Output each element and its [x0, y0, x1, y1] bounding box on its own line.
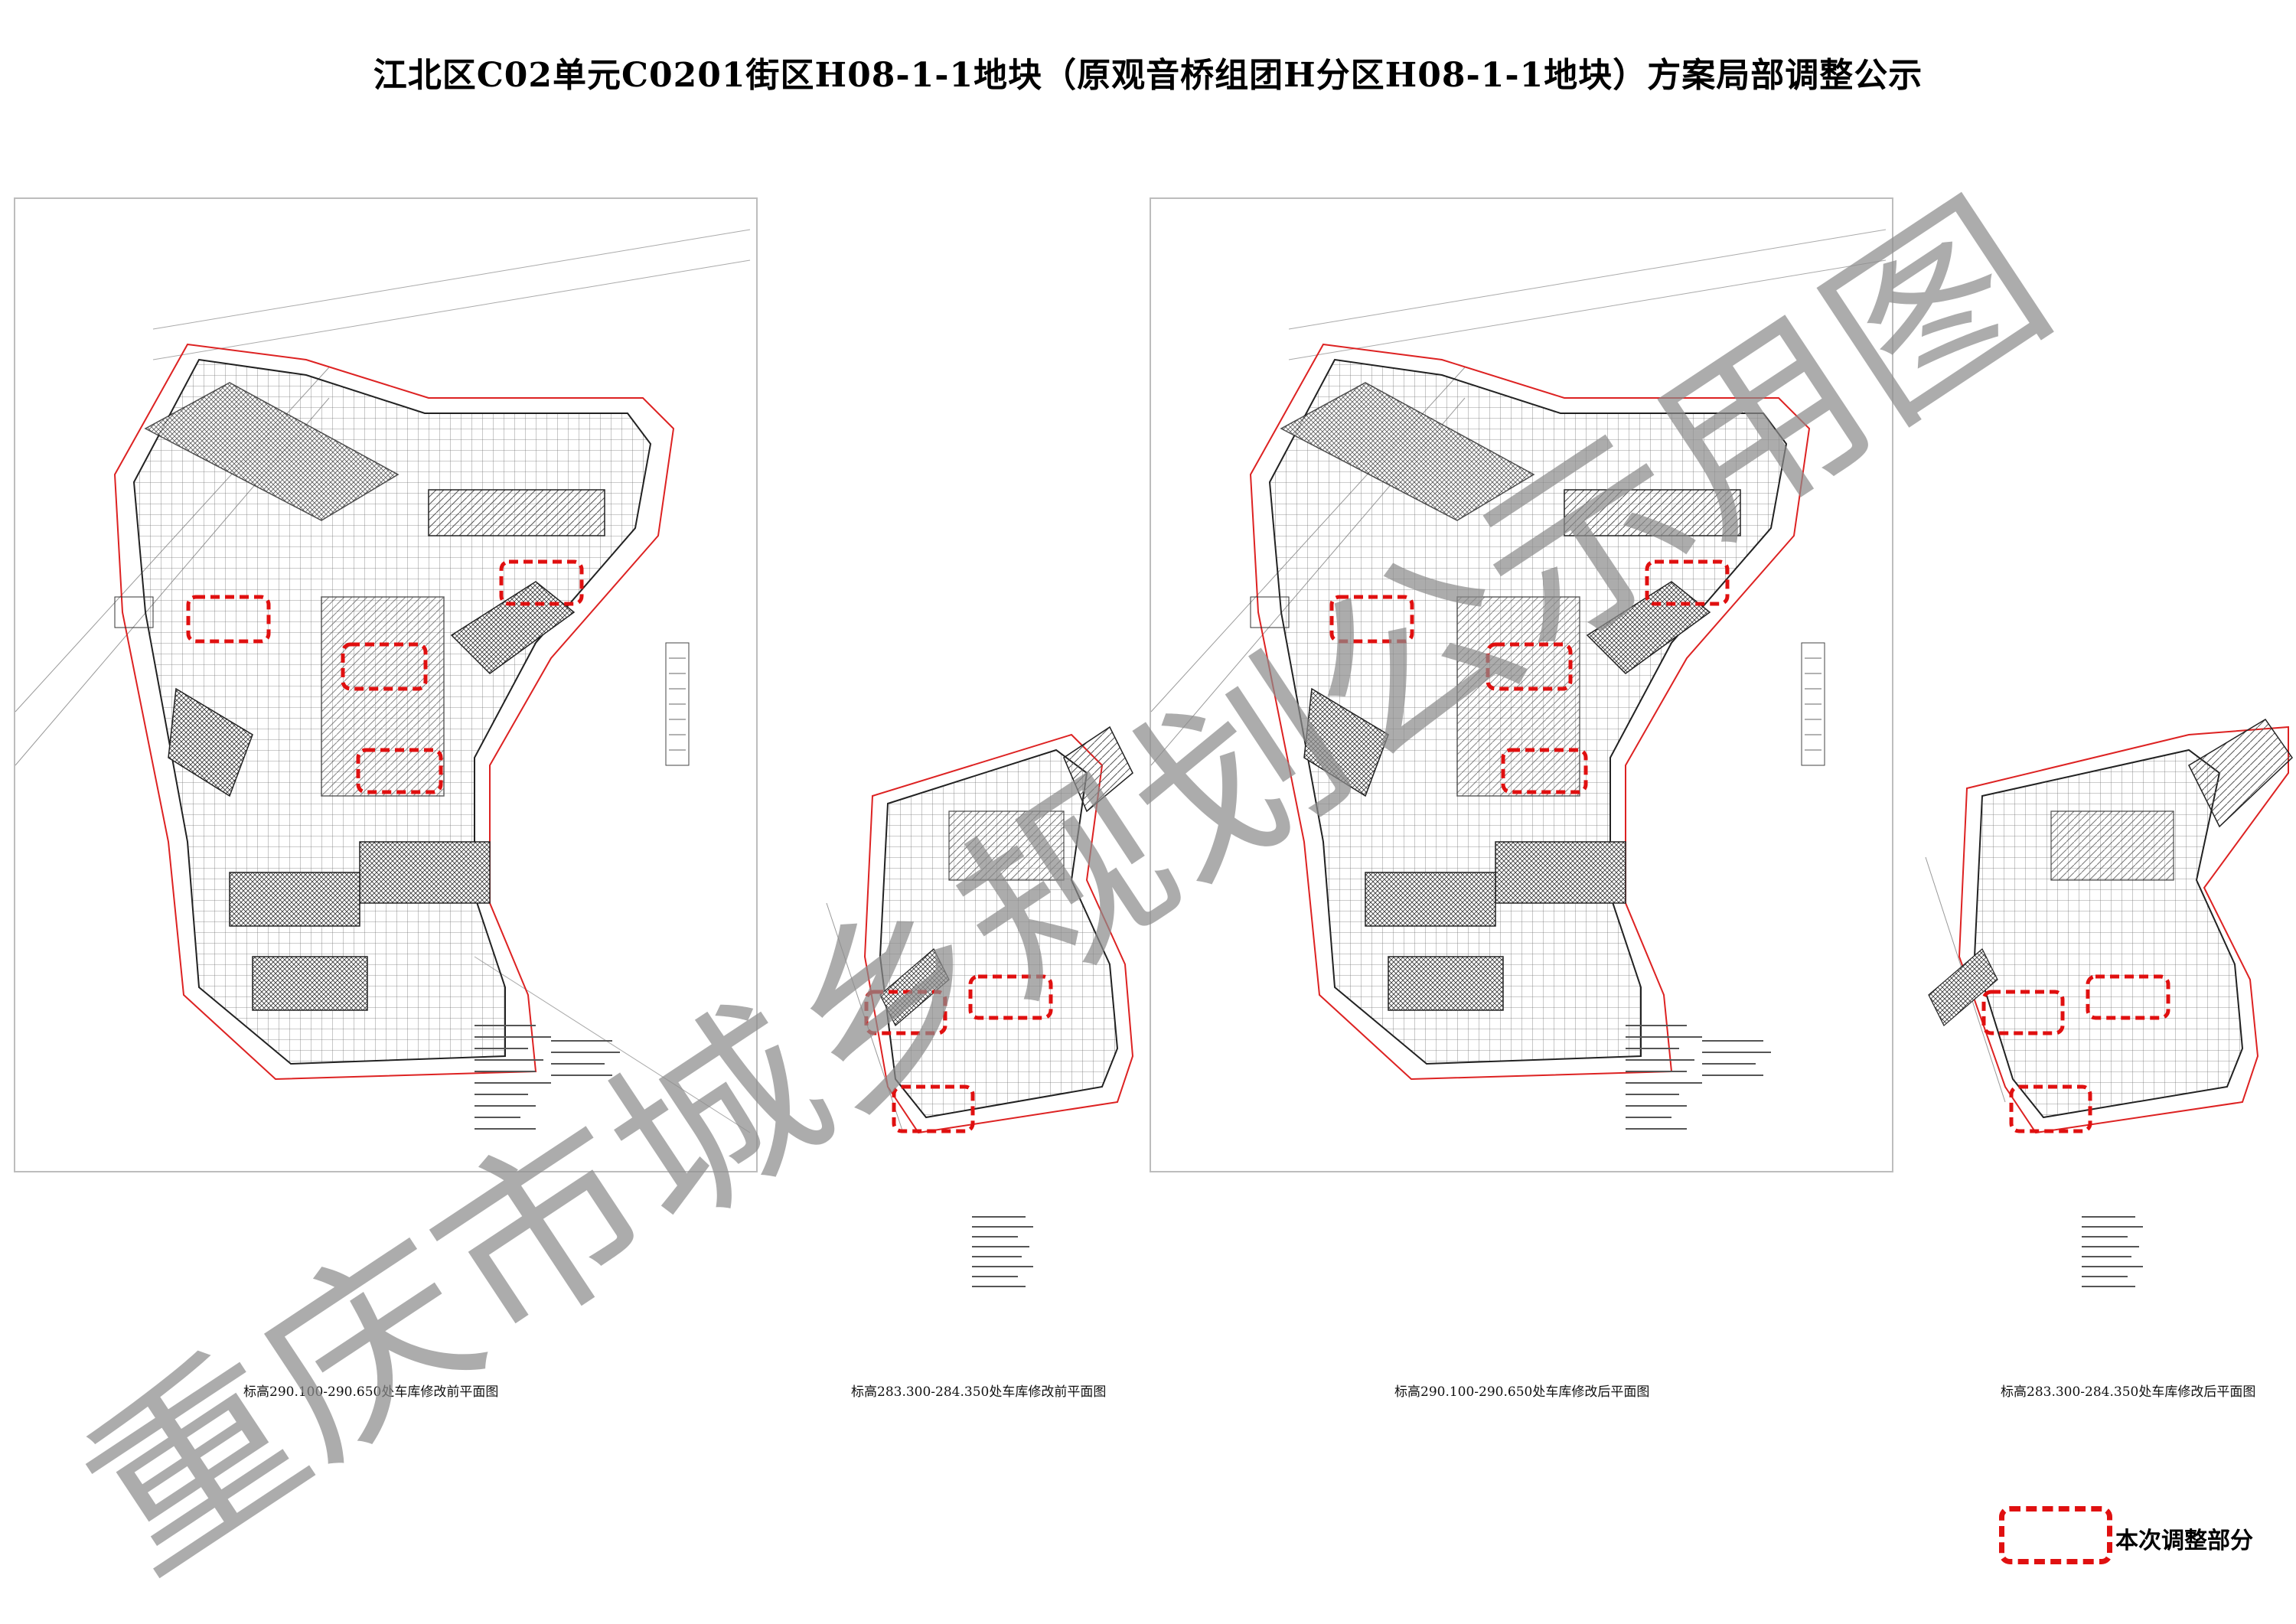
drawing-caption-2: 标高283.300-284.350处车库修改前平面图: [851, 1384, 1107, 1400]
legend-label: 本次调整部分: [2115, 1528, 2253, 1554]
drawing-caption-4: 标高283.300-284.350处车库修改后平面图: [2001, 1384, 2256, 1400]
plan-small-before: [826, 726, 1134, 1287]
drawing-caption-1: 标高290.100-290.650处车库修改前平面图: [243, 1384, 499, 1400]
plan-large-before: [15, 229, 751, 1133]
plan-large-after: [1150, 229, 1887, 1130]
legend-swatch: [1999, 1506, 2112, 1564]
page-title: 江北区C02单元C0201街区H08-1-1地块（原观音桥组团H分区H08-1-…: [373, 56, 1923, 95]
drawing-caption-3: 标高290.100-290.650处车库修改后平面图: [1394, 1384, 1650, 1400]
plan-small-after: [1925, 718, 2293, 1287]
